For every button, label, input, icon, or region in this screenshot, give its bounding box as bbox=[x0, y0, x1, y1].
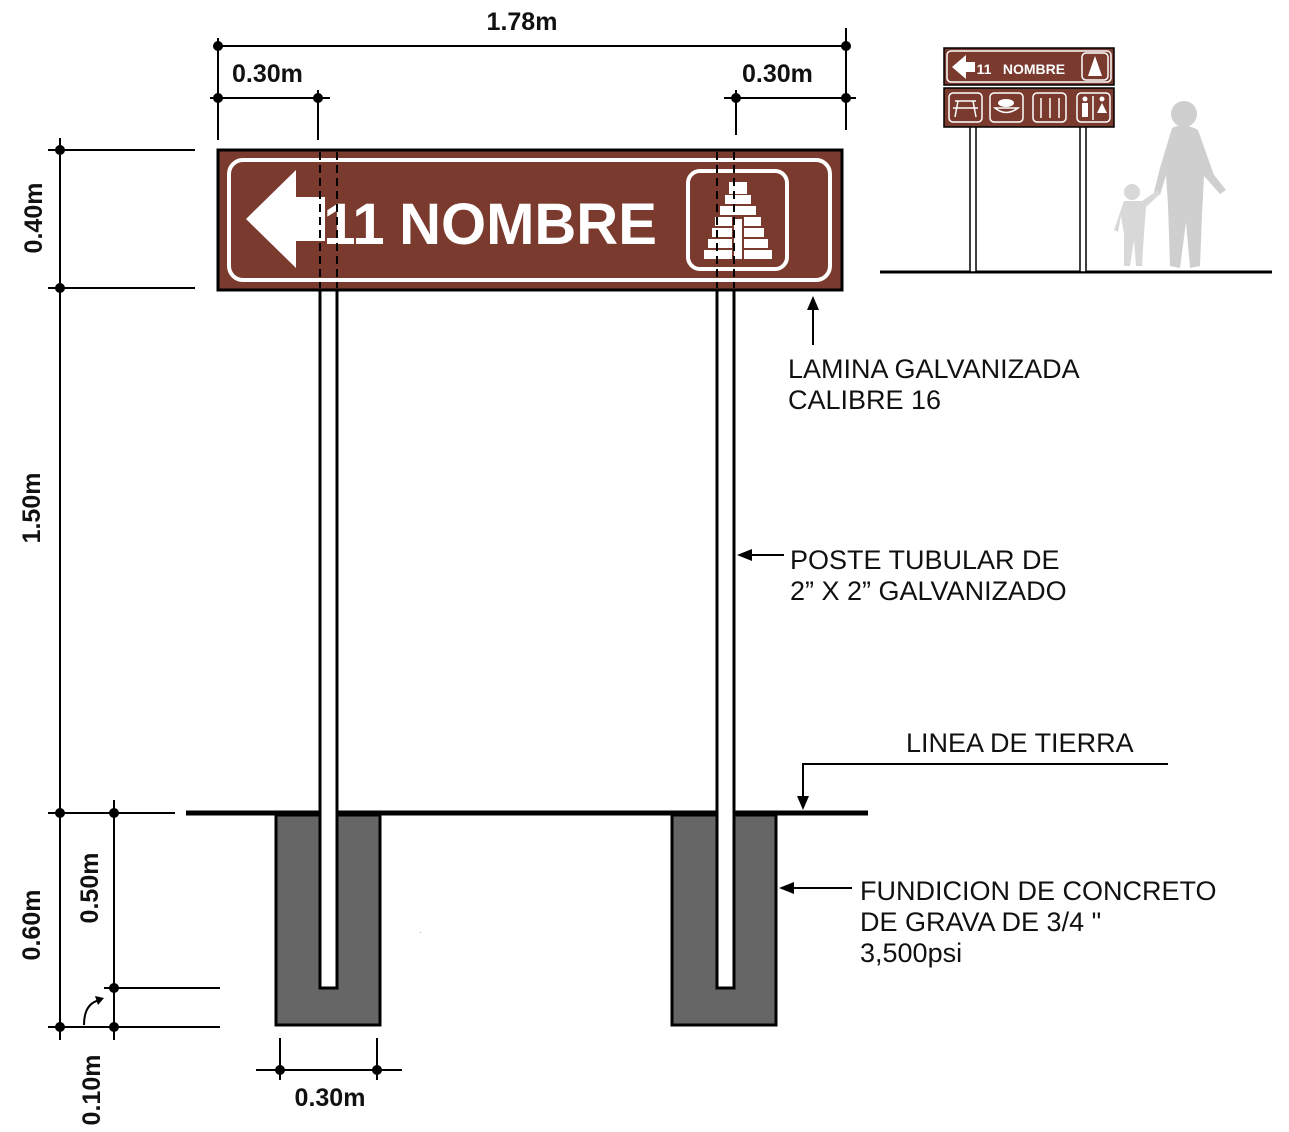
left-offset-dimension bbox=[210, 90, 330, 140]
dimension-node bbox=[372, 1065, 382, 1075]
mini-sign-number: 11 bbox=[977, 61, 992, 77]
scale-post-right bbox=[1079, 124, 1087, 273]
restaurant-icon bbox=[1032, 92, 1067, 123]
base-gap-label: 0.10m bbox=[78, 1055, 106, 1126]
total-width-label: 1.78m bbox=[487, 8, 558, 36]
right-offset-label: 0.30m bbox=[742, 60, 813, 88]
mini-sign-name: NOMBRE bbox=[1003, 61, 1065, 77]
dimension-node bbox=[213, 93, 223, 103]
sign-height-label: 0.40m bbox=[20, 183, 48, 254]
dimension-node bbox=[841, 41, 851, 51]
concrete-note-line2: DE GRAVA DE 3/4 " bbox=[860, 907, 1101, 937]
dimension-node bbox=[313, 93, 323, 103]
footing-depth-label: 0.60m bbox=[18, 890, 46, 961]
post-height-label: 1.50m bbox=[18, 473, 46, 544]
left-offset-label: 0.30m bbox=[232, 60, 303, 88]
dimension-node bbox=[275, 1065, 285, 1075]
pyramid-icon-frame bbox=[686, 169, 789, 271]
post-embed-label: 0.50m bbox=[76, 853, 104, 924]
arrowhead bbox=[95, 996, 104, 1005]
child-silhouette bbox=[1114, 184, 1160, 266]
dimension-node bbox=[213, 41, 223, 51]
sign-panel: 11 NOMBRE bbox=[216, 148, 844, 292]
sign-number: 11 bbox=[323, 192, 384, 257]
footing-width-label: 0.30m bbox=[295, 1084, 366, 1112]
restroom-icon bbox=[1076, 92, 1111, 123]
adult-silhouette bbox=[1154, 101, 1226, 268]
scale-post-left bbox=[969, 124, 977, 273]
dimension-node bbox=[55, 808, 65, 818]
dimension-node bbox=[109, 983, 119, 993]
panel-note-line2: CALIBRE 16 bbox=[788, 385, 941, 415]
concrete-note-line3: 3,500psi bbox=[860, 938, 962, 968]
mini-left-arrow-icon bbox=[952, 55, 975, 79]
vertical-dimension-lines bbox=[48, 138, 220, 1040]
stray-mark: . bbox=[420, 929, 422, 935]
left-arrow-icon bbox=[246, 170, 325, 268]
dimension-node bbox=[841, 93, 851, 103]
picnic-table-icon bbox=[948, 92, 983, 123]
right-offset-dimension bbox=[724, 90, 856, 135]
boat-icon bbox=[989, 92, 1024, 123]
dimension-node bbox=[109, 1022, 119, 1032]
concrete-note-line1: FUNDICION DE CONCRETO bbox=[860, 876, 1217, 906]
ground-note: LINEA DE TIERRA bbox=[906, 728, 1134, 758]
post-note-line1: POSTE TUBULAR DE bbox=[790, 545, 1060, 575]
dimension-node bbox=[55, 145, 65, 155]
mini-pyramid-icon bbox=[1088, 56, 1102, 76]
dimension-node bbox=[731, 93, 741, 103]
sign-border bbox=[227, 158, 832, 282]
pyramid-icon bbox=[704, 182, 772, 259]
concrete-callout: FUNDICION DE CONCRETO DE GRAVA DE 3/4 " … bbox=[779, 876, 1217, 968]
scale-view: 11 NOMBRE bbox=[880, 47, 1272, 274]
post-material-callout: POSTE TUBULAR DE 2” X 2” GALVANIZADO bbox=[737, 545, 1067, 606]
dimension-node bbox=[55, 283, 65, 293]
ground-line-callout: LINEA DE TIERRA bbox=[797, 728, 1168, 810]
sign-name: NOMBRE bbox=[399, 192, 657, 257]
dimension-node bbox=[109, 808, 119, 818]
panel-material-callout: LAMINA GALVANIZADA CALIBRE 16 bbox=[788, 296, 1080, 415]
panel-note-line1: LAMINA GALVANIZADA bbox=[788, 354, 1080, 384]
hidden-post-lines bbox=[319, 152, 735, 288]
dimension-node bbox=[55, 1022, 65, 1032]
post-note-line2: 2” X 2” GALVANIZADO bbox=[790, 576, 1067, 606]
